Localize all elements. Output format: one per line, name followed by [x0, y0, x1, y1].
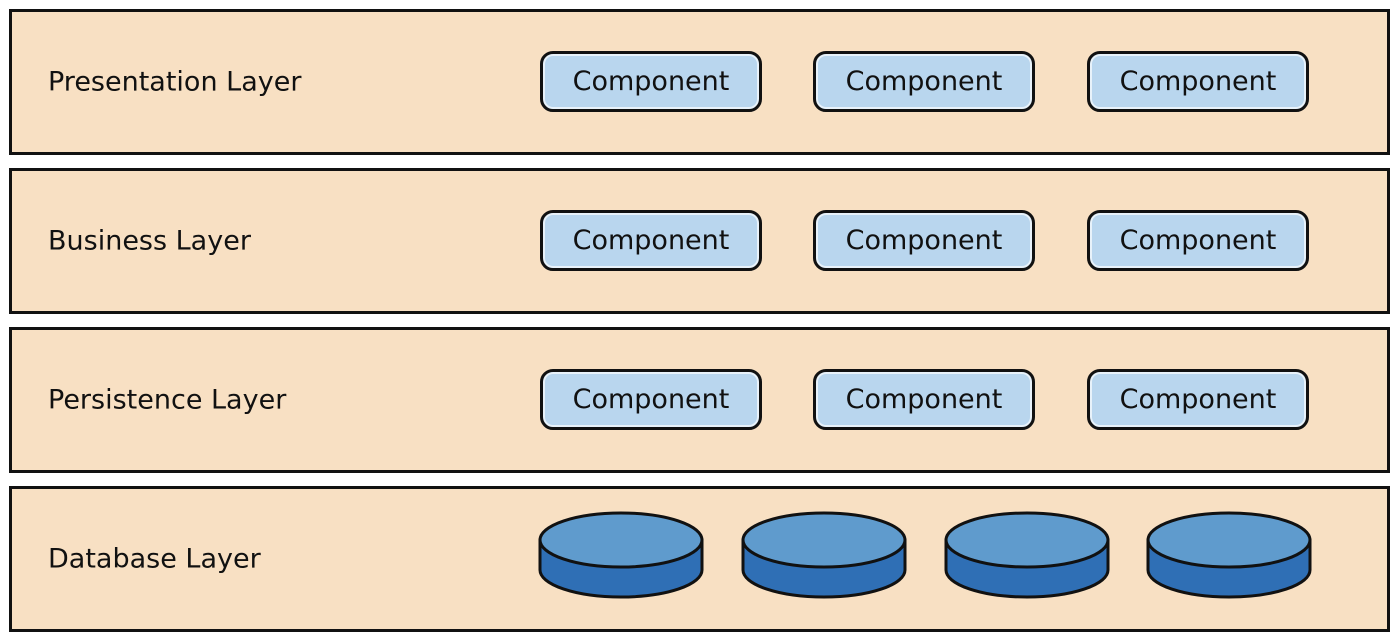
database-top — [741, 511, 907, 569]
persistence-component-1: Component — [540, 369, 762, 430]
database-icon — [1146, 511, 1312, 599]
presentation-component-2: Component — [813, 51, 1035, 112]
persistence-component-3: Component — [1087, 369, 1309, 430]
database-layer-label: Database Layer — [48, 543, 261, 575]
database-icons — [538, 511, 1312, 599]
database-top — [538, 511, 704, 569]
business-layer-label: Business Layer — [48, 225, 251, 257]
database-icon — [741, 511, 907, 599]
database-top — [944, 511, 1110, 569]
database-icon — [944, 511, 1110, 599]
persistence-component-2: Component — [813, 369, 1035, 430]
persistence-layer-label: Persistence Layer — [48, 384, 287, 416]
business-layer: Business Layer Component Component Compo… — [9, 168, 1390, 314]
presentation-layer: Presentation Layer Component Component C… — [9, 9, 1390, 155]
database-icon — [538, 511, 704, 599]
database-top — [1146, 511, 1312, 569]
presentation-component-3: Component — [1087, 51, 1309, 112]
business-component-1: Component — [540, 210, 762, 271]
business-component-2: Component — [813, 210, 1035, 271]
presentation-layer-label: Presentation Layer — [48, 66, 302, 98]
database-layer: Database Layer — [9, 486, 1390, 632]
presentation-component-1: Component — [540, 51, 762, 112]
business-component-3: Component — [1087, 210, 1309, 271]
persistence-layer: Persistence Layer Component Component Co… — [9, 327, 1390, 473]
